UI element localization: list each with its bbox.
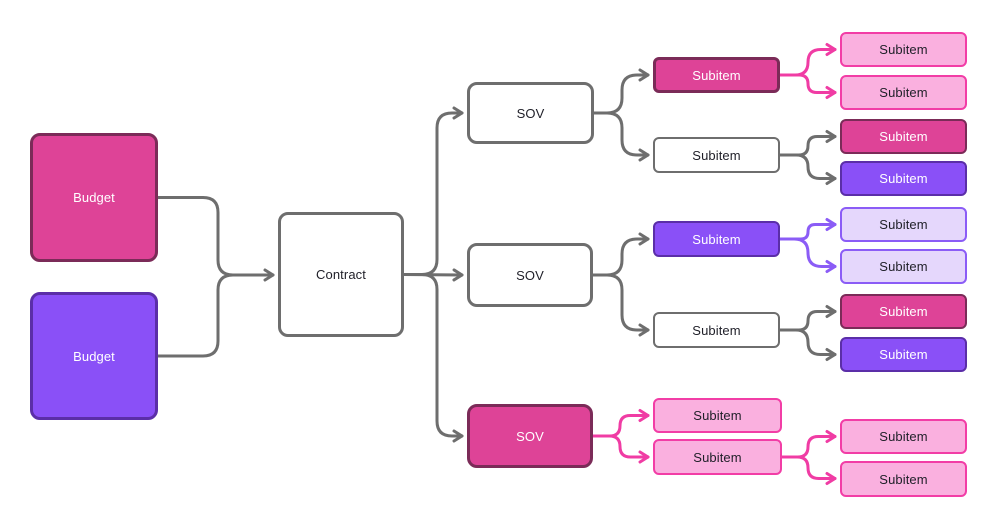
node-leaf-6[interactable]: Subitem	[840, 249, 967, 284]
node-budget-1[interactable]: Budget	[30, 133, 158, 262]
node-label: Subitem	[693, 408, 742, 423]
node-leaf-10[interactable]: Subitem	[840, 461, 967, 497]
node-label: Subitem	[692, 67, 741, 83]
connector	[591, 232, 650, 277]
node-label: SOV	[516, 105, 545, 121]
node-label: Subitem	[879, 304, 928, 319]
connector	[156, 196, 235, 277]
node-subitem-3[interactable]: Subitem	[653, 221, 780, 257]
node-subitem-5[interactable]: Subitem	[653, 398, 782, 433]
node-leaf-4[interactable]: Subitem	[840, 161, 967, 196]
node-subitem-6[interactable]: Subitem	[653, 439, 782, 475]
connector	[778, 73, 837, 99]
node-label: SOV	[516, 428, 544, 444]
node-sov-1[interactable]: SOV	[467, 82, 594, 144]
node-label: Subitem	[879, 85, 928, 100]
node-label: Subitem	[879, 259, 928, 274]
node-leaf-9[interactable]: Subitem	[840, 419, 967, 454]
node-label: Subitem	[693, 449, 742, 465]
node-leaf-2[interactable]: Subitem	[840, 75, 967, 110]
connector	[156, 273, 235, 358]
connector	[402, 273, 464, 443]
node-subitem-1[interactable]: Subitem	[653, 57, 780, 93]
node-leaf-3[interactable]: Subitem	[840, 119, 967, 154]
node-label: Contract	[316, 267, 366, 282]
node-sov-3[interactable]: SOV	[467, 404, 593, 468]
node-leaf-1[interactable]: Subitem	[840, 32, 967, 67]
node-label: Subitem	[692, 231, 741, 247]
node-label: Subitem	[692, 322, 741, 338]
node-subitem-2[interactable]: Subitem	[653, 137, 780, 173]
connector	[591, 434, 650, 464]
connector	[591, 273, 650, 337]
connector	[778, 237, 837, 273]
node-label: Subitem	[879, 171, 928, 186]
node-leaf-5[interactable]: Subitem	[840, 207, 967, 242]
node-leaf-8[interactable]: Subitem	[840, 337, 967, 372]
node-label: Subitem	[879, 347, 928, 362]
node-label: Subitem	[692, 147, 741, 163]
node-label: Budget	[73, 190, 115, 205]
node-label: Budget	[73, 348, 115, 364]
node-label: Subitem	[879, 129, 928, 144]
node-label: Subitem	[879, 42, 928, 57]
node-leaf-7[interactable]: Subitem	[840, 294, 967, 329]
node-contract[interactable]: Contract	[278, 212, 404, 337]
connector	[592, 111, 650, 162]
node-subitem-4[interactable]: Subitem	[653, 312, 780, 348]
connector	[592, 68, 650, 115]
node-label: SOV	[516, 267, 544, 283]
node-sov-2[interactable]: SOV	[467, 243, 593, 307]
connector	[778, 153, 837, 185]
node-budget-2[interactable]: Budget	[30, 292, 158, 420]
node-label: Subitem	[879, 217, 928, 232]
node-label: Subitem	[879, 471, 928, 487]
node-label: Subitem	[879, 429, 928, 444]
connector	[778, 218, 837, 241]
connector	[780, 455, 837, 485]
connector	[778, 328, 837, 361]
